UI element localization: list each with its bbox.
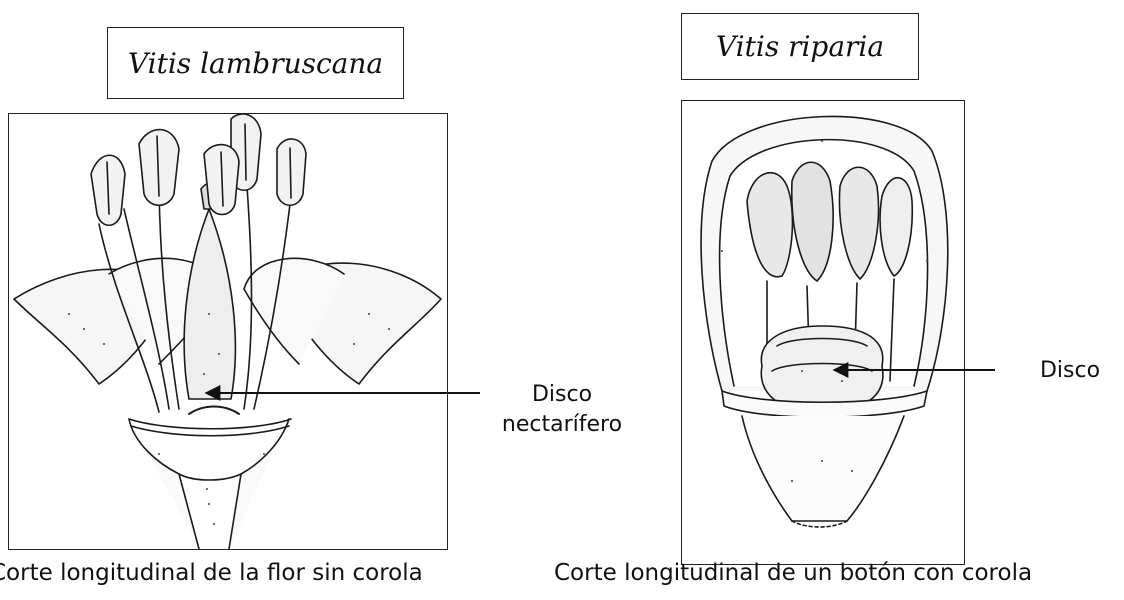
label-disco-nectarifero-line1: Disco [487,380,637,410]
caption-left: Corte longitudinal de la flor sin corola [0,560,423,586]
caption-right: Corte longitudinal de un botón con corol… [554,560,1032,586]
species-title-right: Vitis riparia [681,13,919,80]
flower-illustration-panel-left [8,113,448,550]
species-title-left-text: Vitis lambruscana [128,47,383,80]
label-disco-nectarifero: Disco nectarífero [487,380,637,440]
species-title-left: Vitis lambruscana [107,27,404,99]
bud-illustration-right [682,101,964,564]
bud-illustration-panel-right [681,100,965,565]
species-title-right-text: Vitis riparia [716,30,884,63]
flower-illustration-left [9,114,447,549]
label-disco-text: Disco [1040,358,1100,383]
label-disco-nectarifero-line2: nectarífero [487,410,637,440]
label-disco: Disco [1025,356,1115,386]
